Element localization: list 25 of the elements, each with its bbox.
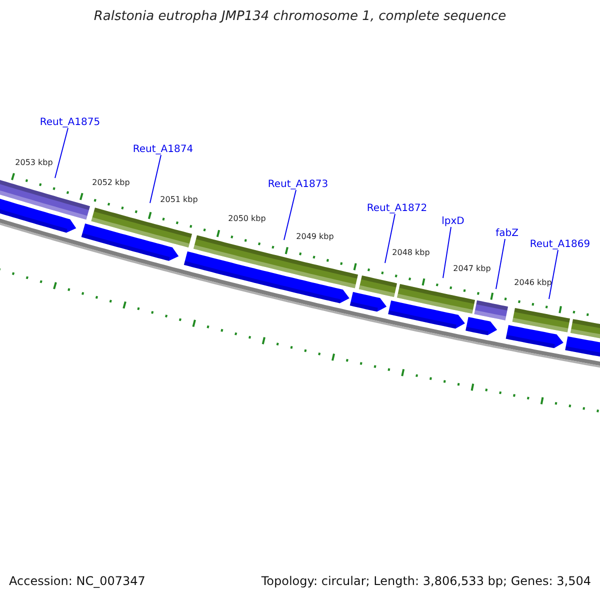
leader-line xyxy=(496,238,506,290)
position-label: 2046 kbp xyxy=(514,278,552,287)
gene-label: Reut_A1869 xyxy=(530,239,590,250)
gene-label: Reut_A1872 xyxy=(366,203,428,214)
gene-label: Reut_A1875 xyxy=(40,117,100,128)
footer-text: Accession: NC_007347 xyxy=(9,574,146,588)
gene-label: fabZ xyxy=(496,228,518,239)
leader-line xyxy=(548,250,558,300)
gene-label: Reut_A1874 xyxy=(132,144,194,155)
position-label: 2049 kbp xyxy=(296,232,334,241)
title: Ralstonia eutropha JMP134 chromosome 1, complete sequence xyxy=(92,9,508,24)
position-label: 2048 kbp xyxy=(392,248,430,257)
position-label: 2052 kbp xyxy=(92,178,130,187)
leader-line xyxy=(54,128,68,178)
position-label: 2051 kbp xyxy=(160,195,198,204)
leader-line xyxy=(284,190,296,240)
gene-label: lpxD xyxy=(442,216,464,227)
gene-label: Reut_A1873 xyxy=(268,179,328,190)
footer-text: Topology: circular; Length: 3,806,533 bp; Genes: 3,504 xyxy=(261,574,591,588)
leader-line xyxy=(442,226,452,278)
leader-line xyxy=(150,154,162,204)
position-label: 2053 kbp xyxy=(15,158,53,167)
position-label: 2047 kbp xyxy=(453,264,491,273)
position-label: 2050 kbp xyxy=(228,214,266,223)
leader-line xyxy=(384,214,396,264)
